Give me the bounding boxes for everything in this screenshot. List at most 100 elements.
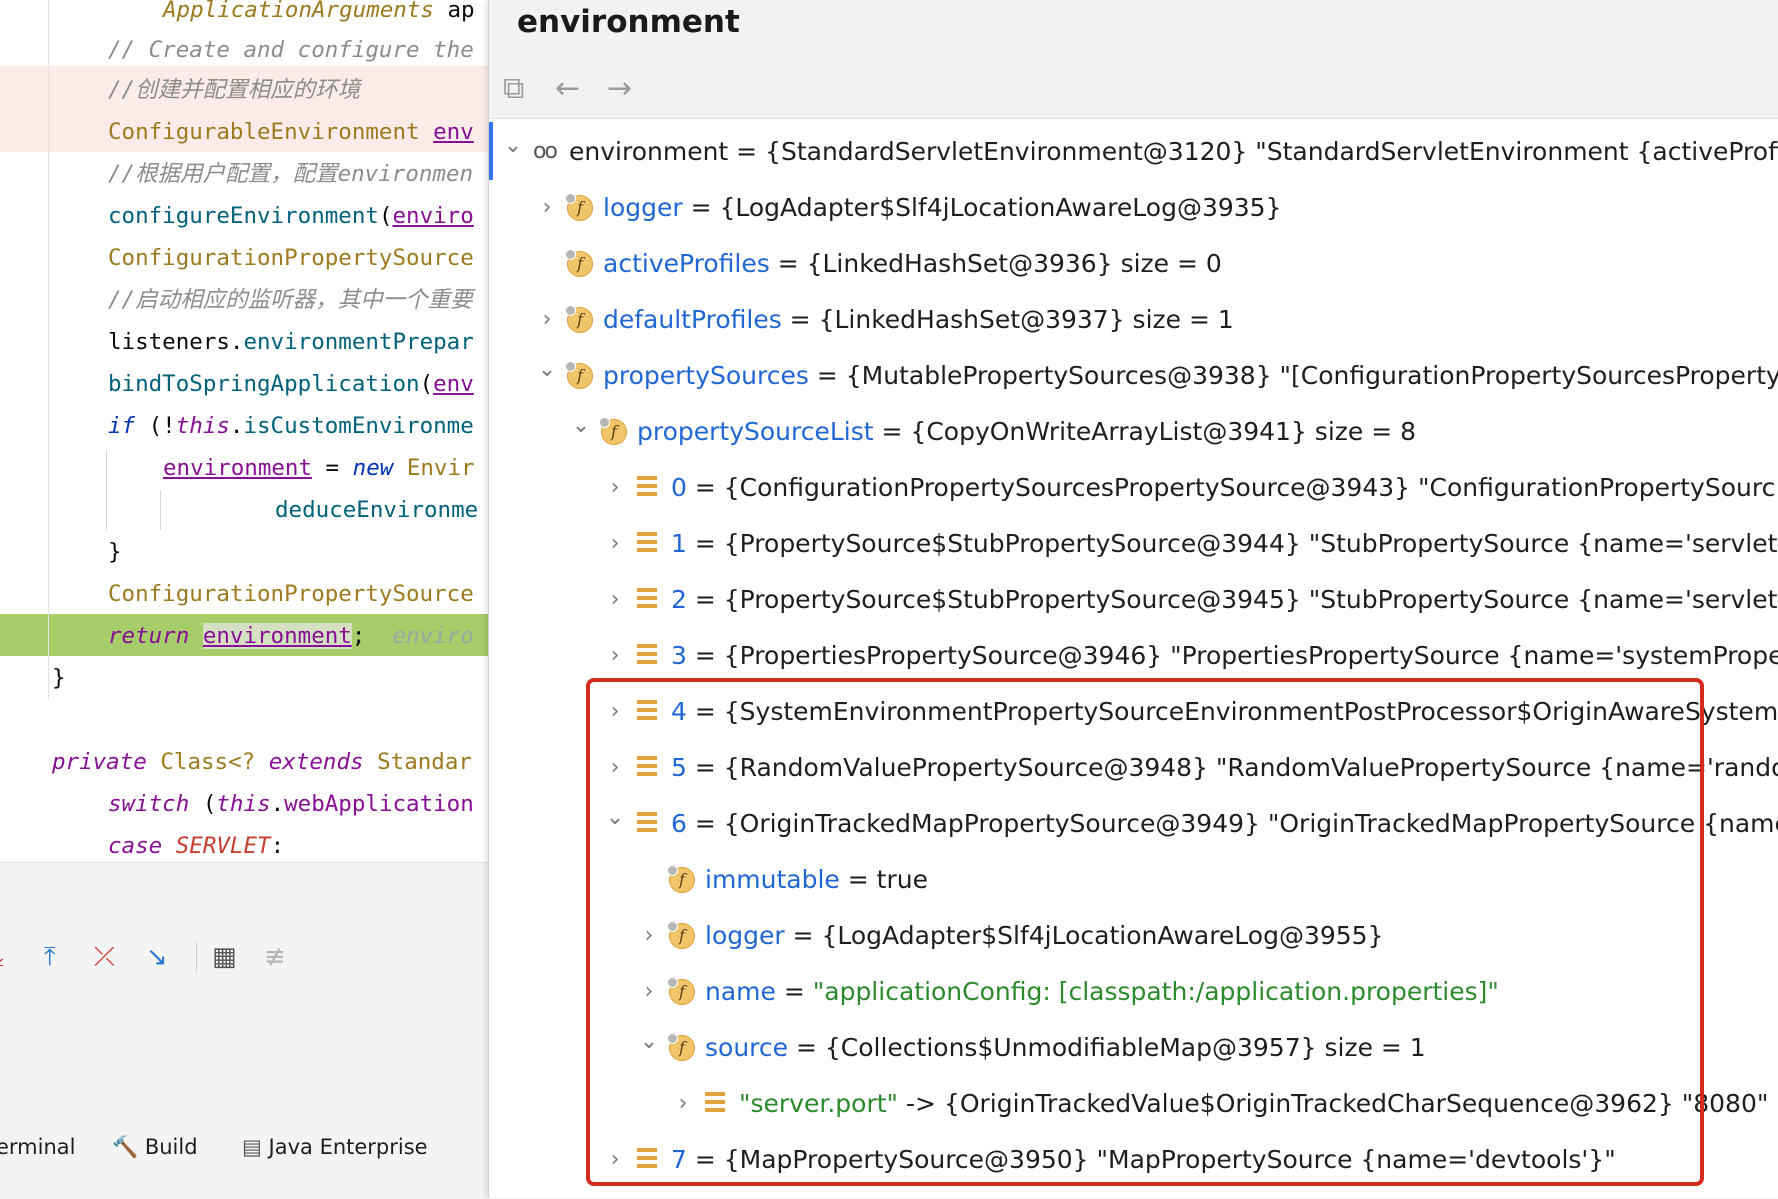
variable-name: name: [705, 977, 776, 1006]
tree-row-text: propertySources = {MutablePropertySource…: [603, 354, 1778, 398]
expand-arrow-icon[interactable]: ›: [610, 475, 620, 500]
variable-value: = {LinkedHashSet@3936} size = 0: [769, 249, 1222, 278]
trace-icon[interactable]: ≢: [264, 942, 286, 972]
code-editor[interactable]: ApplicationArguments ap// Create and con…: [0, 0, 488, 862]
tree-row[interactable]: f activeProfiles = {LinkedHashSet@3936} s…: [489, 242, 1778, 286]
tree-row[interactable]: › 1 = {PropertySource$StubPropertySource@…: [489, 522, 1778, 566]
expand-arrow-icon[interactable]: ›: [644, 923, 654, 948]
tree-row[interactable]: › "server.port" -> {OriginTrackedValue$Or…: [489, 1082, 1778, 1126]
code-line: ConfigurableEnvironment env: [0, 112, 474, 152]
tree-row-text: propertySourceList = {CopyOnWriteArrayLi…: [637, 410, 1416, 454]
tree-row[interactable]: ›4 = {SystemEnvironmentPropertySourceEnv…: [489, 690, 1778, 734]
code-token: (: [378, 203, 393, 229]
expand-arrow-icon[interactable]: ›: [542, 195, 552, 220]
code-token: extends: [268, 749, 364, 775]
code-token: SERVLET: [175, 833, 271, 859]
drop-frame-icon[interactable]: ⤫: [94, 942, 115, 972]
collapse-arrow-icon[interactable]: ⌄: [605, 805, 625, 830]
popup-header: environment ⧉ ← →: [489, 0, 1778, 119]
collapse-arrow-icon[interactable]: ⌄: [503, 133, 523, 158]
field-icon: f: [565, 361, 593, 389]
collapse-arrow-icon[interactable]: ⌄: [639, 1029, 659, 1054]
back-arrow-icon[interactable]: ←: [555, 71, 581, 106]
tree-row[interactable]: › 0 = {ConfigurationPropertySourcesProper…: [489, 466, 1778, 510]
code-token: environment: [202, 623, 352, 649]
variable-name: 3: [671, 641, 687, 670]
tree-row[interactable]: ›7 = {MapPropertySource@3950} "MapProper…: [489, 1138, 1778, 1182]
code-line: // Create and configure the: [0, 30, 474, 70]
variable-name: immutable: [705, 865, 840, 894]
list-element-icon: [637, 756, 657, 780]
field-icon: f: [565, 305, 593, 333]
code-token: ConfigurationPropertySource: [108, 245, 474, 271]
code-token: bindToSpringApplication: [108, 371, 420, 397]
code-token: env: [433, 371, 474, 397]
tree-row-text: activeProfiles = {LinkedHashSet@3936} si…: [603, 242, 1222, 286]
step-into-icon[interactable]: ⤓: [0, 940, 4, 974]
list-element-icon: [637, 700, 657, 724]
view-icon[interactable]: ⧉: [503, 71, 525, 106]
variable-name: 1: [671, 529, 687, 558]
variable-value: = {MutablePropertySources@3938} "[Config…: [808, 361, 1778, 390]
code-token: return: [108, 623, 190, 649]
tree-row[interactable]: ›2 = {PropertySource$StubPropertySource@…: [489, 578, 1778, 622]
tree-row[interactable]: ⌄6 = {OriginTrackedMapPropertySource@394…: [489, 802, 1778, 846]
field-icon: f: [599, 417, 627, 445]
variable-value: = {ConfigurationPropertySourcesPropertyS…: [686, 473, 1776, 502]
run-to-cursor-icon[interactable]: ↘: [146, 942, 168, 972]
field-icon: f: [667, 865, 695, 893]
evaluate-icon[interactable]: ▦: [212, 942, 237, 972]
variable-value: = {PropertySource$StubPropertySource@394…: [686, 529, 1778, 558]
collapse-arrow-icon[interactable]: ⌄: [537, 357, 557, 382]
code-token: case: [108, 833, 163, 859]
step-out-icon[interactable]: ⤒: [44, 942, 56, 972]
expand-arrow-icon[interactable]: ›: [610, 587, 620, 612]
tab-java-enterprise[interactable]: ▤ Java Enterprise: [242, 1130, 428, 1164]
expand-arrow-icon[interactable]: ›: [610, 531, 620, 556]
field-icon: f: [565, 249, 593, 277]
code-line: //创建并配置相应的环境: [0, 70, 360, 110]
tree-row[interactable]: ›5 = {RandomValuePropertySource@3948} "R…: [489, 746, 1778, 790]
variable-name: 5: [671, 753, 687, 782]
tab-label: Build: [144, 1135, 198, 1159]
collapse-arrow-icon[interactable]: ⌄: [571, 413, 591, 438]
code-token: =: [312, 455, 353, 481]
variable-value: = {OriginTrackedMapPropertySource@3949} …: [686, 809, 1778, 838]
code-token: webApplication: [284, 791, 474, 817]
indent-guide: [160, 490, 161, 530]
code-token: environment: [163, 455, 313, 481]
tab-terminal[interactable]: erminal: [0, 1130, 76, 1164]
tree-row[interactable]: ⌄ f propertySourceList = {CopyOnWriteArray…: [489, 410, 1778, 454]
forward-arrow-icon[interactable]: →: [607, 71, 633, 106]
code-token: :: [270, 833, 285, 859]
code-token: this: [175, 413, 230, 439]
expand-arrow-icon[interactable]: ›: [610, 755, 620, 780]
expand-arrow-icon[interactable]: ›: [542, 307, 552, 332]
code-token: this: [216, 791, 271, 817]
variable-value: = {LinkedHashSet@3937} size = 1: [781, 305, 1234, 334]
tree-row[interactable]: ⌄ f propertySources = {MutablePropertySour…: [489, 354, 1778, 398]
tree-row[interactable]: ›3 = {PropertiesPropertySource@3946} "Pr…: [489, 634, 1778, 678]
code-token: enviro: [392, 203, 474, 229]
expand-arrow-icon[interactable]: ›: [678, 1091, 688, 1116]
code-token: env: [433, 119, 474, 145]
expand-arrow-icon[interactable]: ›: [644, 979, 654, 1004]
tab-build[interactable]: 🔨 Build: [112, 1130, 198, 1164]
expand-arrow-icon[interactable]: ›: [610, 1147, 620, 1172]
variable-name: 7: [671, 1145, 687, 1174]
expand-arrow-icon[interactable]: ›: [610, 643, 620, 668]
popup-title: environment: [517, 4, 740, 40]
tree-row-text: 0 = {ConfigurationPropertySourcesPropert…: [671, 466, 1775, 510]
tab-build-icon: 🔨: [112, 1135, 145, 1159]
tree-row-text: "server.port" -> {OriginTrackedValue$Ori…: [739, 1082, 1768, 1126]
code-line: if (!this.isCustomEnvironme: [0, 406, 474, 446]
expand-arrow-icon[interactable]: ›: [610, 699, 620, 724]
